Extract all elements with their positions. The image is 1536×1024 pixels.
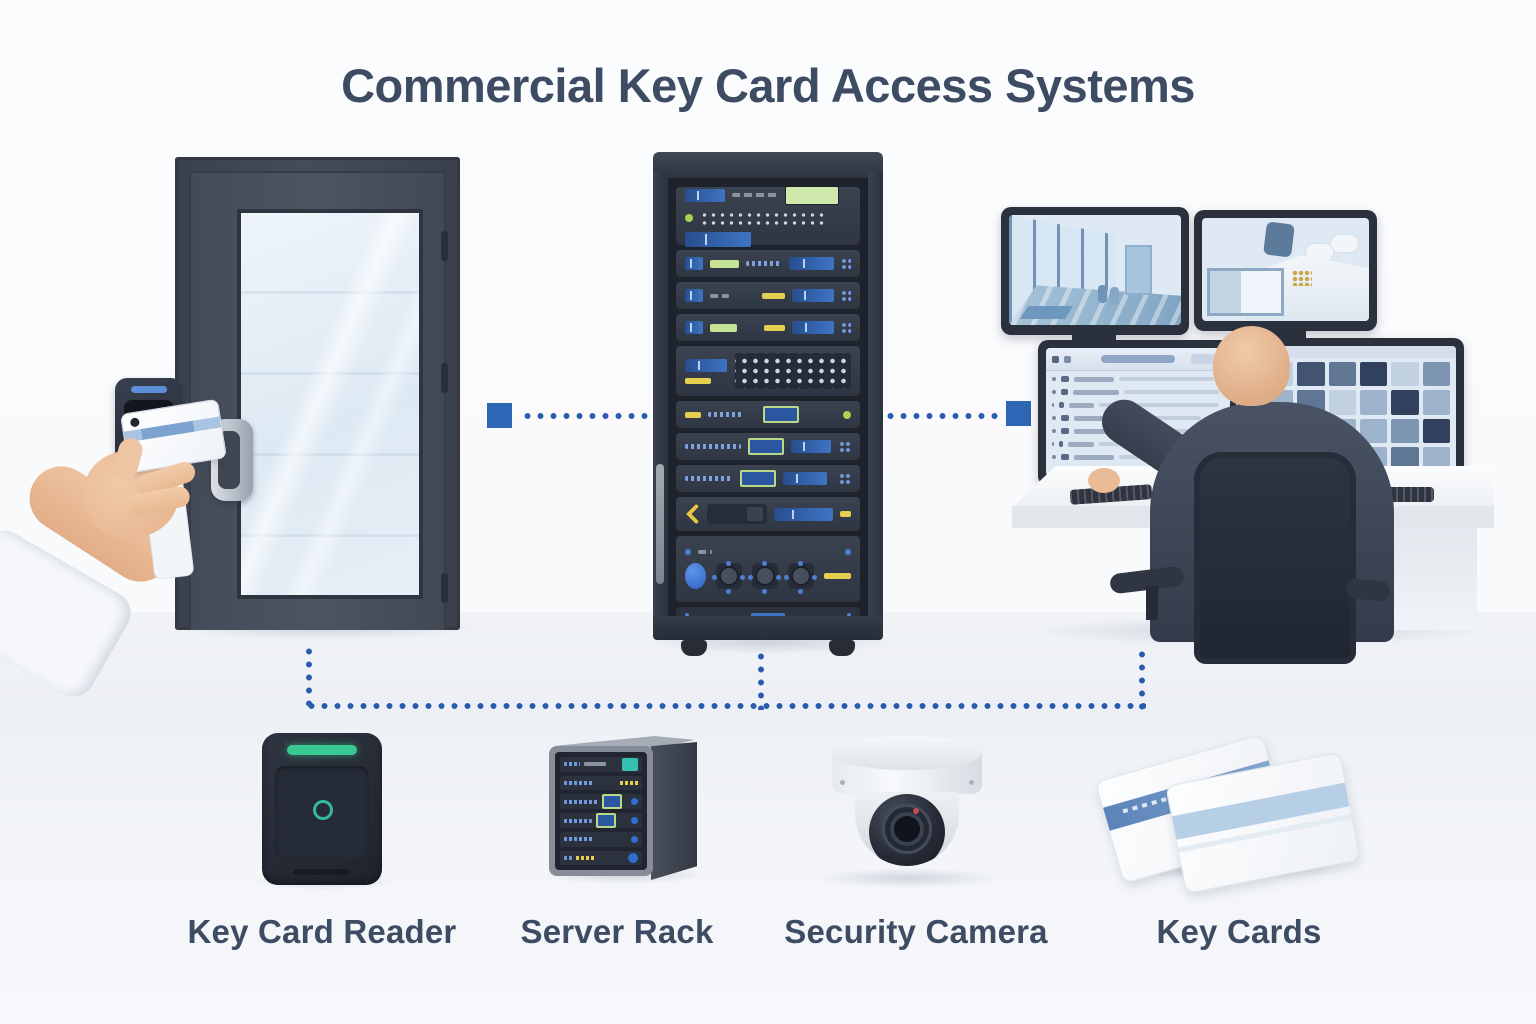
dotted-drop-station <box>1138 648 1146 710</box>
rack-unit <box>676 346 860 396</box>
card-chip-dot <box>129 417 141 428</box>
cctv-feed-lobby <box>1009 215 1181 325</box>
mini-rack-side-face <box>651 742 697 880</box>
chevron-left-icon <box>686 504 699 524</box>
cctv-monitor-top-right <box>1194 210 1377 331</box>
legend-label-key-card-reader: Key Card Reader <box>187 913 457 950</box>
camera-thumbnail <box>1391 362 1419 387</box>
door-hinge <box>441 363 448 393</box>
server-rack-icon <box>549 736 699 880</box>
log-row <box>1052 376 1224 382</box>
camera-status-light <box>913 808 920 814</box>
grid-toolbar <box>1260 346 1456 358</box>
rack-unit <box>676 536 860 602</box>
mini-rack-front <box>549 746 653 876</box>
camera-screw <box>969 780 974 785</box>
reader-led-bar <box>131 386 167 393</box>
operator-hand <box>1088 468 1120 493</box>
door-hinge <box>441 573 448 603</box>
camera-top-cap <box>832 736 982 770</box>
cctv-monitor-top-left <box>1001 207 1189 335</box>
rack-unit <box>676 401 860 428</box>
room-cabinet <box>1207 268 1284 316</box>
dotted-connector-door-rack <box>521 412 653 420</box>
log-title-placeholder <box>1101 355 1175 363</box>
rack-unit <box>676 607 860 616</box>
rack-unit <box>676 465 860 492</box>
key-card-reader-icon <box>262 733 382 885</box>
log-row <box>1052 402 1224 408</box>
chair-armrest <box>1345 578 1391 602</box>
rack-bottom-bar <box>653 616 883 640</box>
reader-bottom-slot <box>293 869 351 875</box>
camera-screw <box>840 780 845 785</box>
rack-unit <box>676 282 860 309</box>
shadow <box>815 868 1000 888</box>
rack-foot <box>829 640 855 656</box>
office-chair <box>1194 452 1356 664</box>
dotted-connector-rack-station <box>884 412 1002 420</box>
camera-thumbnail <box>1360 362 1388 387</box>
camera-thumbnail <box>1328 362 1356 387</box>
legend-label-security-camera: Security Camera <box>784 913 1048 950</box>
log-window-header <box>1046 348 1230 371</box>
rack-unit <box>676 250 860 277</box>
server-rack <box>653 152 883 656</box>
camera-thumbnail <box>1391 390 1419 415</box>
camera-thumbnail <box>1391 418 1419 443</box>
camera-thumbnail <box>1328 390 1356 415</box>
rack-post-right <box>868 172 883 634</box>
lobby-rug <box>1020 306 1074 320</box>
flowers <box>1292 269 1313 286</box>
camera-thumbnail <box>1297 362 1325 387</box>
legend-label-server-rack: Server Rack <box>520 913 714 950</box>
room-chair <box>1263 221 1296 258</box>
window-controls-icon <box>1052 356 1059 363</box>
dotted-drop-rack <box>757 650 765 710</box>
camera-thumbnail <box>1422 362 1450 387</box>
cctv-feed-room <box>1202 218 1369 321</box>
camera-thumbnail <box>1422 390 1450 415</box>
rack-unit <box>676 433 860 460</box>
key-cards-icon <box>1094 734 1361 894</box>
rack-body <box>668 178 868 616</box>
access-door <box>175 157 460 630</box>
page-title: Commercial Key Card Access Systems <box>341 59 1195 112</box>
camera-iris <box>894 816 920 842</box>
dotted-bus-line <box>305 702 1146 710</box>
dotted-drop-door <box>305 645 313 711</box>
lobby-figures <box>1098 285 1108 303</box>
reader-green-led <box>287 745 357 755</box>
connector-node-left <box>487 403 512 428</box>
rack-unit <box>676 497 860 531</box>
rack-top-bar <box>653 152 883 178</box>
connector-node-right <box>1006 401 1031 426</box>
rack-unit <box>676 314 860 341</box>
camera-thumbnail <box>1360 390 1388 415</box>
mini-rack-units <box>555 752 647 870</box>
door-panel <box>189 171 448 630</box>
pillow <box>1329 234 1359 254</box>
rack-foot <box>681 640 707 656</box>
security-camera-icon <box>824 736 990 884</box>
reader-logo-ring <box>313 800 333 820</box>
camera-lens <box>869 794 945 866</box>
camera-thumbnail <box>1422 418 1450 443</box>
armrest-post <box>1146 586 1158 620</box>
legend-label-key-cards: Key Cards <box>1156 913 1322 950</box>
log-row <box>1052 389 1224 395</box>
lobby-door <box>1125 244 1152 295</box>
camera-dome <box>855 792 959 866</box>
door-glass <box>237 209 423 599</box>
door-hinge <box>441 231 448 261</box>
operator-head <box>1213 326 1290 406</box>
rack-rail-handle <box>656 464 664 584</box>
log-header-button <box>1191 354 1225 364</box>
rack-unit <box>676 185 860 247</box>
